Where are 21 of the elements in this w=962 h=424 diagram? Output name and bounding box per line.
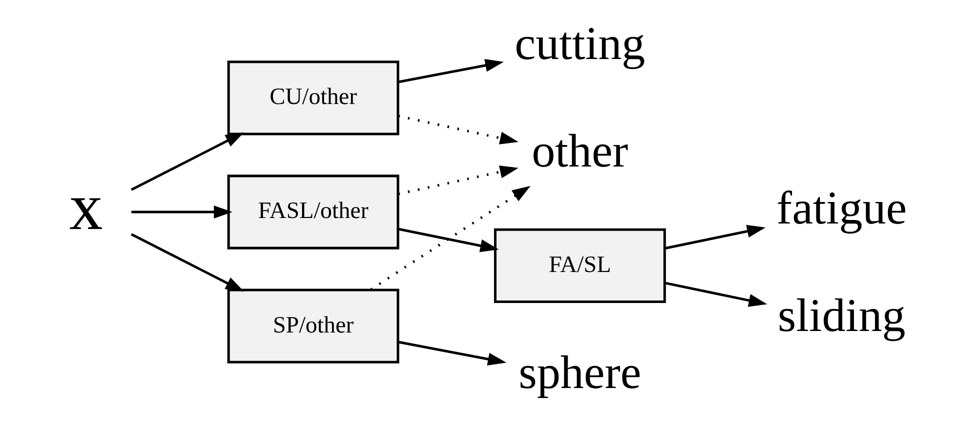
arrow — [398, 228, 499, 252]
arrow — [398, 166, 518, 196]
node-text: fatigue — [776, 182, 907, 235]
arrow — [130, 233, 244, 292]
arrow — [130, 132, 244, 191]
arrow — [398, 114, 518, 144]
arrow — [131, 206, 232, 218]
arrow — [370, 186, 531, 291]
arrow — [398, 58, 504, 84]
node-box: FASL/other — [227, 174, 400, 250]
node-box: CU/other — [227, 60, 400, 136]
node-box: FA/SL — [494, 228, 666, 303]
node-box: SP/other — [227, 288, 400, 364]
arrow — [664, 282, 768, 307]
node-text: cutting — [514, 18, 646, 70]
node-text: sphere — [518, 346, 642, 399]
node-text: x — [69, 168, 103, 244]
node-text: sliding — [778, 290, 906, 342]
arrow — [398, 340, 506, 366]
arrow — [664, 224, 766, 250]
node-text: other — [532, 126, 628, 178]
